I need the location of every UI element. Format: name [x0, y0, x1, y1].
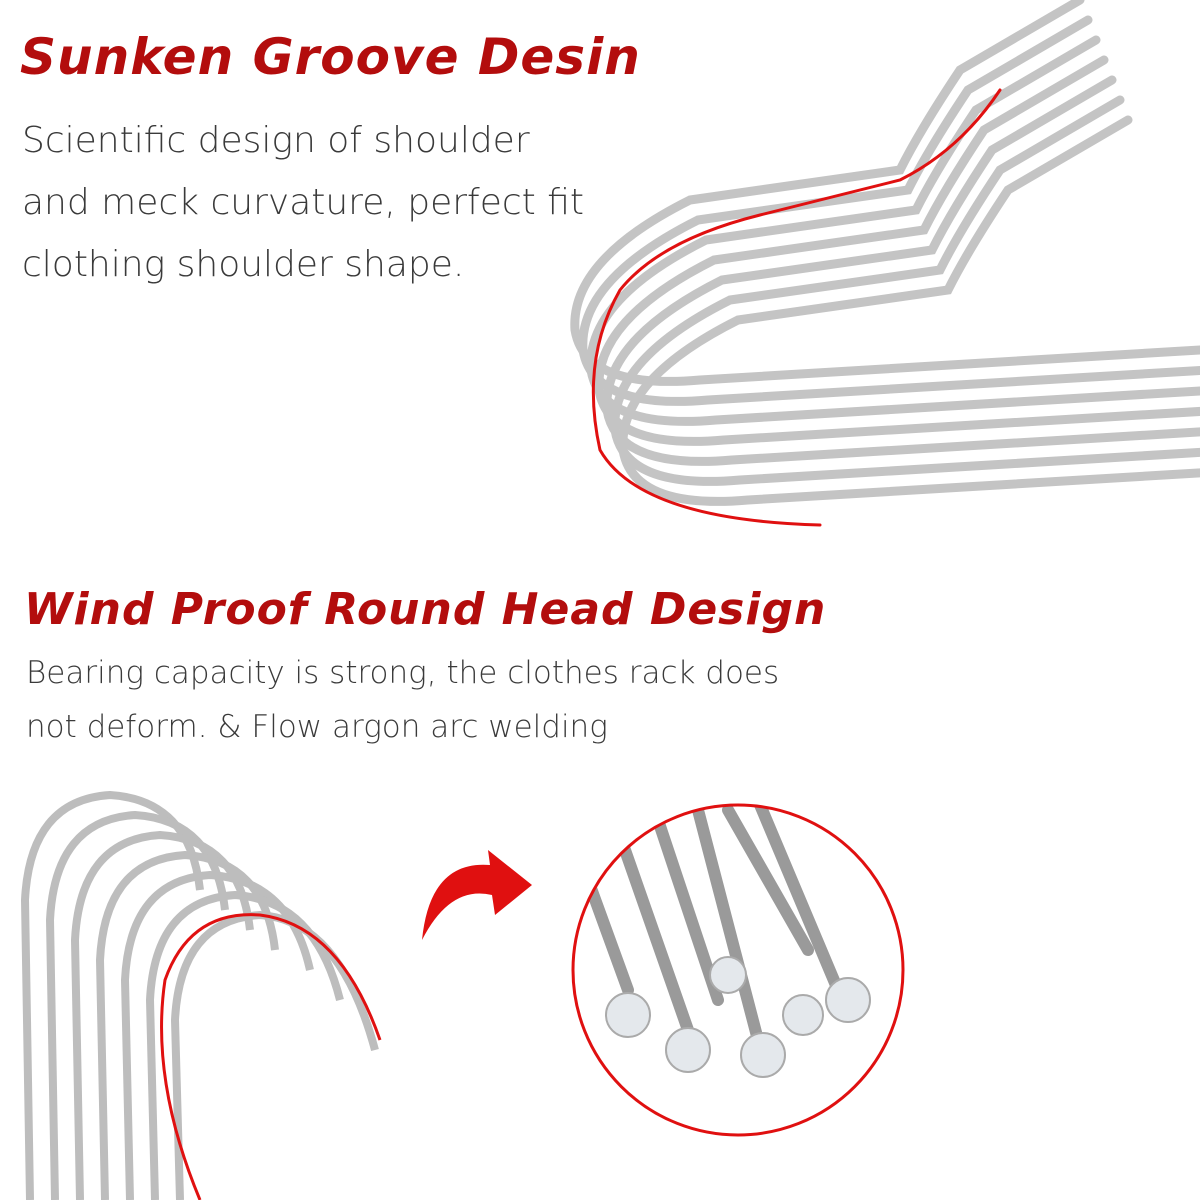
- section-description-sunken-groove: Scientific design of shoulder and meck c…: [22, 110, 584, 296]
- section-description-round-head: Bearing capacity is strong, the clothes …: [26, 646, 779, 754]
- description-line: Scientific design of shoulder: [22, 120, 530, 161]
- hanger-hooks-image: [20, 790, 382, 1200]
- welded-tips-closeup: [571, 803, 905, 1137]
- description-line: not deform. & Flow argon arc welding: [26, 709, 608, 745]
- description-line: Bearing capacity is strong, the clothes …: [26, 655, 780, 691]
- section-title-sunken-groove: Sunken Groove Desin: [20, 28, 641, 86]
- curved-arrow-icon: [422, 850, 532, 940]
- section-title-round-head: Wind Proof Round Head Design: [24, 584, 827, 635]
- description-line: and meck curvature, perfect fit: [22, 182, 584, 223]
- description-line: clothing shoulder shape.: [22, 244, 465, 285]
